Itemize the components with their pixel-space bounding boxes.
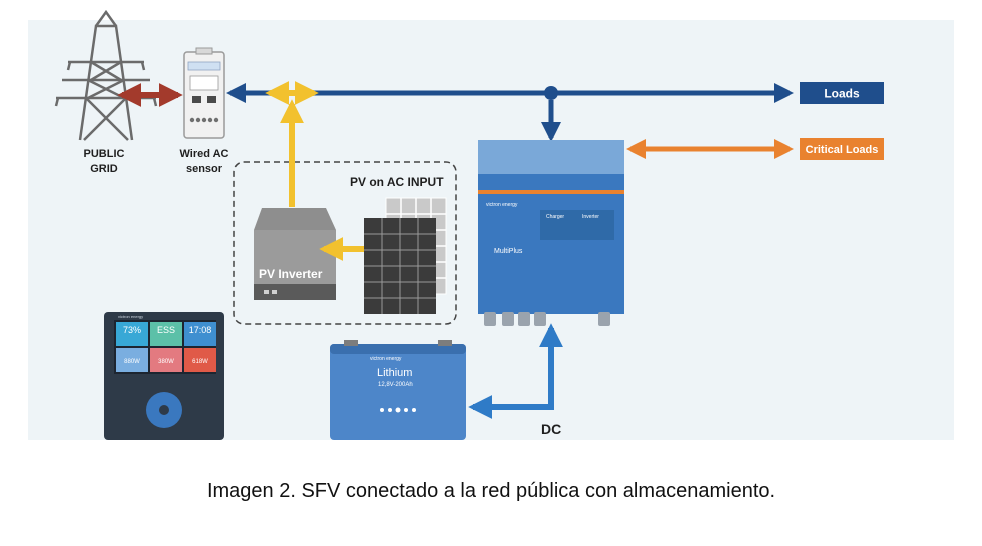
multiplus-icon bbox=[478, 140, 624, 326]
public-grid-label-line1: PUBLIC bbox=[84, 148, 125, 160]
critical-loads-badge bbox=[800, 138, 884, 160]
loads-label: Loads bbox=[824, 87, 860, 101]
gx-tile bbox=[184, 348, 216, 372]
multiplus-model: MultiPlus bbox=[494, 248, 523, 255]
gx-tile-value: 618W bbox=[192, 359, 208, 365]
gx-tile-grid: 73% ESS 17:08 880W 380W 618W bbox=[116, 322, 216, 372]
sensor-label-line1: Wired AC bbox=[180, 148, 229, 160]
gx-tile-value: 380W bbox=[158, 359, 174, 365]
critical-loads-label: Critical Loads bbox=[806, 144, 879, 156]
gx-tile bbox=[116, 322, 148, 346]
gx-tile bbox=[150, 348, 182, 372]
gx-tile-value: ESS bbox=[157, 325, 175, 335]
gx-tile bbox=[150, 322, 182, 346]
pv-inverter-label: PV Inverter bbox=[259, 267, 323, 281]
gx-tile bbox=[116, 348, 148, 372]
multiplus-charger-label: Charger bbox=[546, 214, 564, 220]
pv-inverter-icon bbox=[254, 208, 336, 300]
gx-tile-value: 880W bbox=[124, 359, 140, 365]
gx-display-brand: victron energy bbox=[118, 314, 143, 319]
multiplus-brand: victron energy bbox=[486, 202, 518, 208]
dc-link bbox=[468, 323, 563, 419]
battery-spec: 12,8V-200Ah bbox=[378, 382, 413, 388]
battery-name: Lithium bbox=[377, 367, 412, 379]
gx-tile-value: 73% bbox=[123, 325, 141, 335]
pv-group-frame bbox=[233, 161, 457, 325]
dc-label: DC bbox=[541, 421, 561, 437]
sensor-label-line2: sensor bbox=[186, 163, 223, 175]
figure-caption: Imagen 2. SFV conectado a la red pública… bbox=[206, 480, 776, 502]
bus-junction bbox=[544, 86, 558, 100]
transmission-tower-icon bbox=[54, 9, 158, 141]
multiplus-inverter-label: Inverter bbox=[582, 214, 599, 220]
gx-tile-value: 17:08 bbox=[189, 325, 212, 335]
battery-brand: victron energy bbox=[370, 356, 402, 362]
loads-badge bbox=[800, 82, 884, 104]
public-grid-label-line2: GRID bbox=[90, 163, 118, 175]
battery-icon bbox=[330, 340, 466, 440]
solar-panel-icon bbox=[364, 197, 447, 314]
pv-group-label: PV on AC INPUT bbox=[350, 175, 444, 189]
gx-tile bbox=[184, 322, 216, 346]
ac-sensor-icon bbox=[183, 47, 225, 139]
